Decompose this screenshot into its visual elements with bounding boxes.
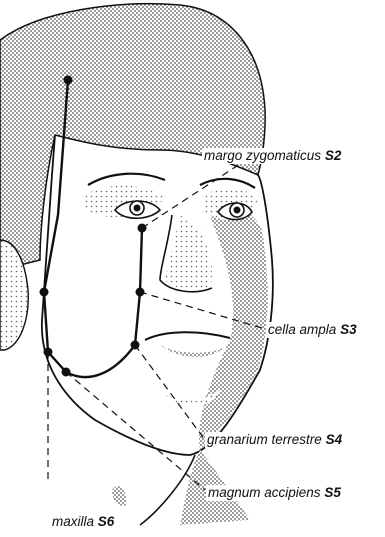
point-s4 [131, 341, 140, 350]
label-granarium-terrestre: granarium terrestre S4 [205, 432, 344, 448]
point-cheek [40, 288, 49, 297]
point-s6 [44, 348, 53, 357]
nose-shadow [165, 215, 212, 290]
leader-s4 [135, 345, 205, 440]
lower-lip-shadow [160, 345, 228, 357]
left-eyebrow [88, 174, 165, 185]
left-pupil-center [134, 205, 141, 212]
label-magnum-accipiens: magnum accipiens S5 [206, 485, 343, 501]
point-top [64, 76, 73, 85]
label-cella-ampla: cella ampla S3 [266, 322, 359, 338]
point-s5 [62, 368, 71, 377]
label-margo-zygomaticus: margo zygomaticus S2 [202, 148, 343, 164]
mouth-line [145, 332, 230, 340]
leader-s5 [66, 372, 205, 490]
label-maxilla: maxilla S6 [50, 514, 116, 530]
collar-shading [112, 486, 126, 505]
point-s2 [138, 224, 147, 233]
right-pupil-center [234, 207, 241, 214]
right-eyebrow [200, 179, 255, 188]
point-s3 [136, 288, 145, 297]
